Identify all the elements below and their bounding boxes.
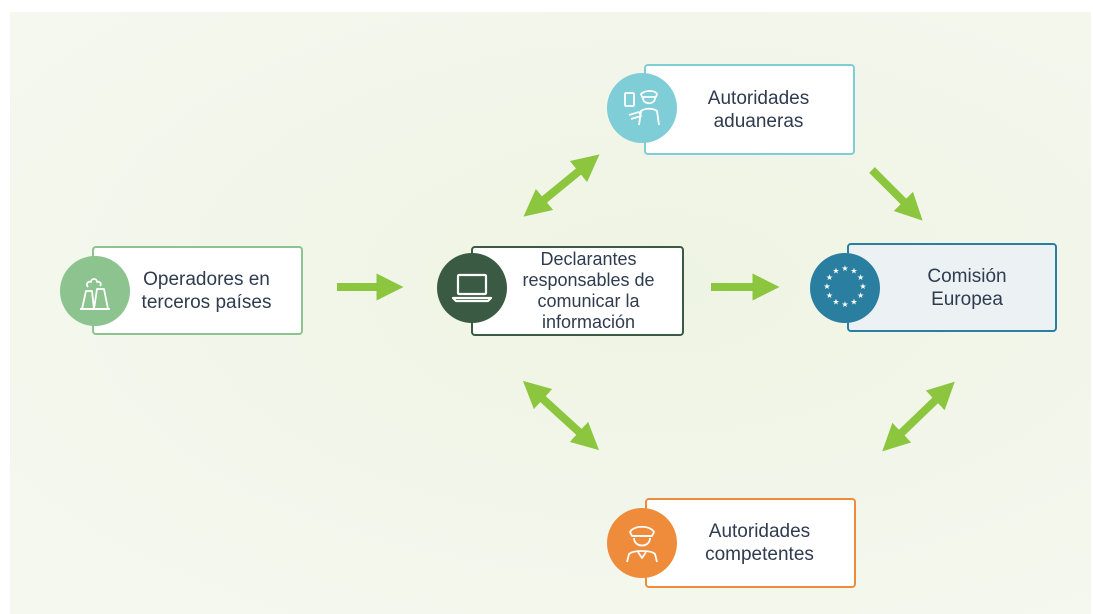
svg-text:★: ★ <box>857 291 864 300</box>
node-competentes: Autoridades competentes <box>645 498 856 588</box>
customs-officer-icon <box>607 73 677 143</box>
svg-text:★: ★ <box>850 266 857 275</box>
svg-text:★: ★ <box>832 298 839 307</box>
arrow-comision-competentes-bidirectional <box>882 381 955 452</box>
svg-text:★: ★ <box>832 266 839 275</box>
arrow-declarantes-aduaneras-bidirectional <box>523 154 600 217</box>
svg-text:★: ★ <box>826 291 833 300</box>
officer-icon <box>607 508 677 578</box>
svg-text:★: ★ <box>826 273 833 282</box>
node-operadores: Operadores en terceros países <box>92 246 303 335</box>
svg-text:★: ★ <box>841 264 848 273</box>
svg-text:★: ★ <box>857 273 864 282</box>
factory-icon <box>60 256 130 326</box>
arrow-aduaneras-to-comision <box>869 167 923 221</box>
svg-text:★: ★ <box>823 282 830 291</box>
node-aduaneras-label: Autoridades aduaneras <box>707 87 810 132</box>
laptop-icon <box>437 253 507 323</box>
arrow-declarantes-competentes-bidirectional <box>522 380 600 451</box>
node-declarantes-label: Declarantes responsables de comunicar la… <box>522 249 655 332</box>
node-aduaneras: Autoridades aduaneras <box>644 64 855 155</box>
node-comision: Comisión Europea <box>847 243 1057 332</box>
node-operadores-label: Operadores en terceros países <box>141 268 272 313</box>
svg-text:★: ★ <box>859 282 866 291</box>
svg-text:★: ★ <box>841 300 848 309</box>
svg-text:★: ★ <box>850 298 857 307</box>
node-competentes-label: Autoridades competentes <box>705 521 814 565</box>
eu-flag-icon: ★ ★ ★ ★ ★ ★ ★ ★ ★ ★ ★ ★ <box>810 253 880 323</box>
node-comision-label: Comisión Europea <box>927 265 1007 310</box>
